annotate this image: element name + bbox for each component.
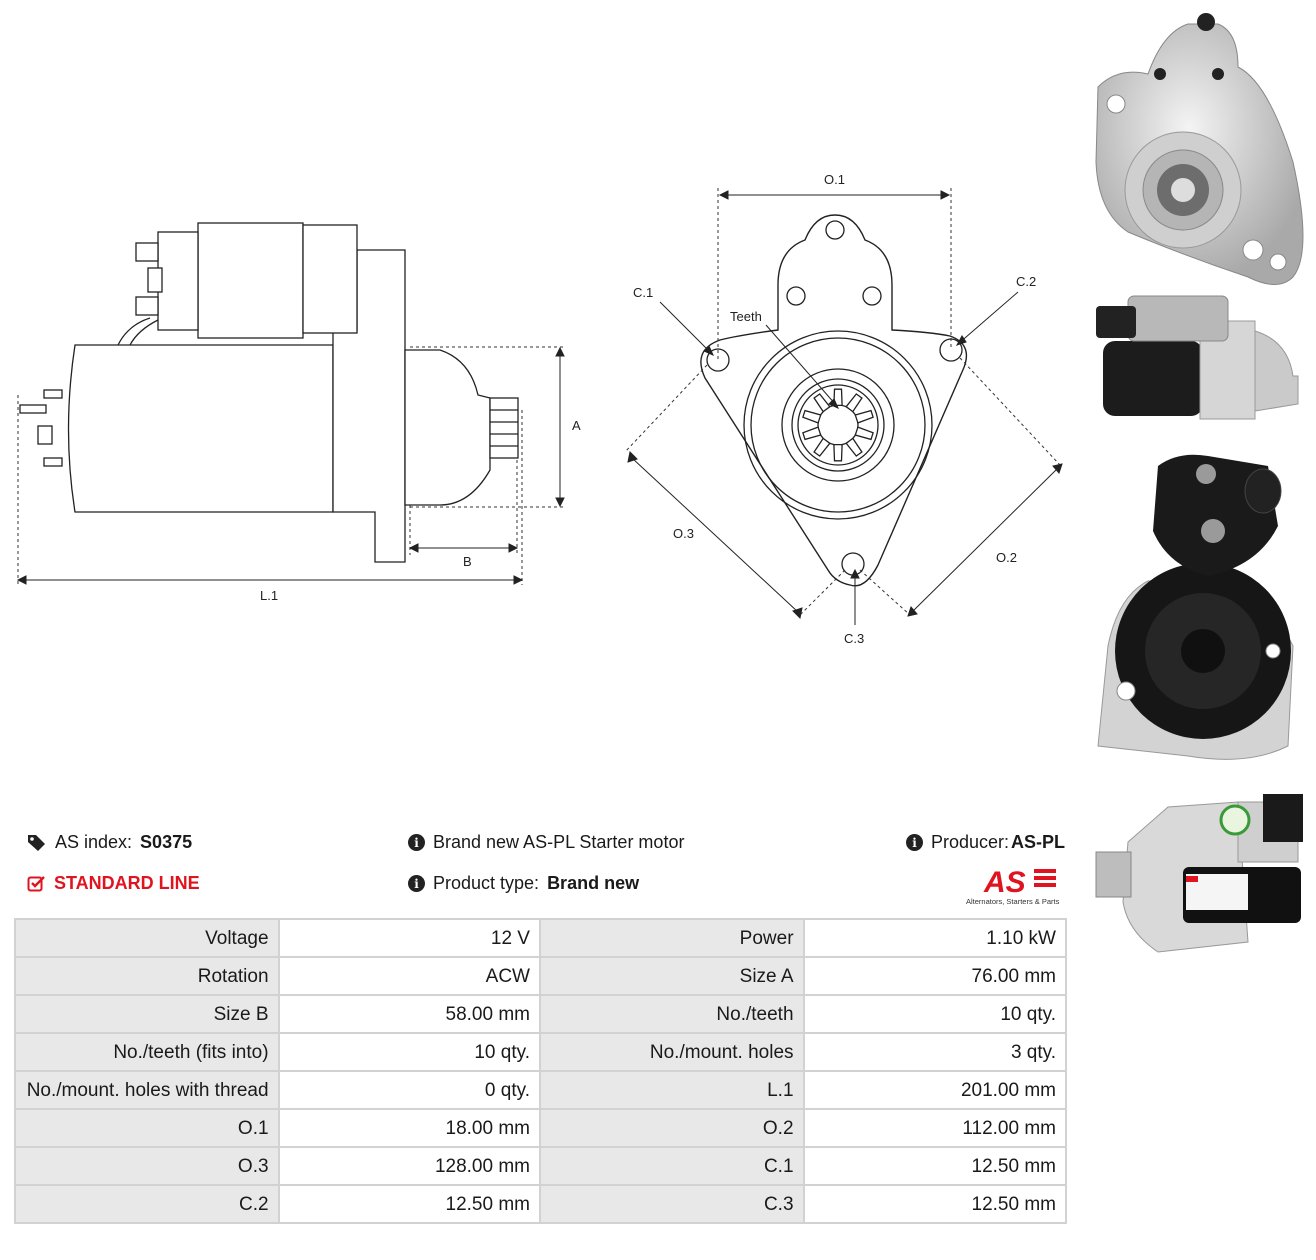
logo-tagline: Alternators, Starters & Parts [966,897,1060,906]
spec-value: 128.00 mm [277,1146,541,1186]
label-c1: C.1 [633,285,653,300]
spec-value: 12.50 mm [277,1184,541,1224]
as-index: AS index: S0375 [27,832,192,853]
pinion-tooth [845,393,863,413]
as-index-label: AS index: [55,832,133,852]
spec-label: O.3 [14,1146,280,1186]
pinion-tooth [813,393,831,413]
spec-value: 12.50 mm [802,1184,1068,1224]
spec-value: 10 qty. [277,1032,541,1072]
label-l1: L.1 [260,588,278,603]
spec-label: Rotation [14,956,280,996]
spec-label: No./mount. holes [538,1032,805,1072]
side-view-drawing: A B L.1 [16,222,581,603]
label-o1: O.1 [824,172,845,187]
producer: i Producer: AS-PL [906,832,1065,853]
info-circle-icon: i [408,875,425,892]
spec-value: 112.00 mm [802,1108,1068,1148]
pinion-tooth [833,388,843,407]
tags-icon [28,834,45,851]
pinion-teeth [802,388,874,462]
producer-label: Producer: [931,832,1010,852]
as-pl-logo: AS Alternators, Starters & Parts [962,862,1068,908]
spec-label: Size A [538,956,805,996]
info-circle-icon: i [906,834,923,851]
label-a: A [572,418,581,433]
product-photo-label [1088,782,1310,968]
spec-value: 12 V [277,918,541,958]
spec-label: O.2 [538,1108,805,1148]
spec-label: C.1 [538,1146,805,1186]
product-type: i Product type: Brand new [408,873,639,894]
product-photo-side [1088,286,1310,426]
label-b: B [463,554,472,569]
spec-label: No./mount. holes with thread [14,1070,280,1110]
spec-label: Power [538,918,805,958]
spec-row: No./teeth (fits into)10 qty.No./mount. h… [14,1032,1068,1072]
spec-value: 10 qty. [802,994,1068,1034]
product-type-value: Brand new [547,873,640,893]
info-circle-icon: i [408,834,425,851]
spec-label: Voltage [14,918,280,958]
front-view-drawing: O.1 C.1 C.2 Teeth O.3 O.2 C.3 [624,172,1063,646]
label-o2: O.2 [996,550,1017,565]
pinion-tooth [854,409,874,424]
spec-label: C.3 [538,1184,805,1224]
spec-label: No./teeth (fits into) [14,1032,280,1072]
standard-line-text: STANDARD LINE [54,873,200,893]
standard-line: STANDARD LINE [27,873,200,894]
label-c2: C.2 [1016,274,1036,289]
spec-label: L.1 [538,1070,805,1110]
product-type-label: Product type: [433,873,540,893]
description-text: Brand new AS-PL Starter motor [433,832,685,852]
pinion-tooth [813,437,831,457]
pinion-tooth [802,409,822,424]
product-photo-rear [1088,446,1310,771]
check-square-icon [27,875,45,891]
spec-value: 12.50 mm [802,1146,1068,1186]
label-teeth: Teeth [730,309,762,324]
spec-label: No./teeth [538,994,805,1034]
spec-value: 3 qty. [802,1032,1068,1072]
pinion-tooth [854,426,874,441]
description: i Brand new AS-PL Starter motor [408,832,684,853]
label-o3: O.3 [673,526,694,541]
spec-value: ACW [277,956,541,996]
pinion-tooth [802,426,822,441]
spec-label: Size B [14,994,280,1034]
spec-value: 58.00 mm [277,994,541,1034]
spec-value: 1.10 kW [802,918,1068,958]
logo-mark-text: AS [983,866,1026,899]
spec-value: 76.00 mm [802,956,1068,996]
spec-value: 201.00 mm [802,1070,1068,1110]
pinion-tooth [845,437,863,457]
as-index-value: S0375 [140,832,193,852]
producer-value: AS-PL [1011,832,1066,852]
as-logo-mark: AS Alternators, Starters & Parts [966,866,1060,906]
spec-value: 0 qty. [277,1070,541,1110]
label-c3: C.3 [844,631,864,646]
spec-label: C.2 [14,1184,280,1224]
spec-value: 18.00 mm [277,1108,541,1148]
pinion-tooth [833,443,843,462]
spec-label: O.1 [14,1108,280,1148]
product-photo-front [1088,12,1310,290]
